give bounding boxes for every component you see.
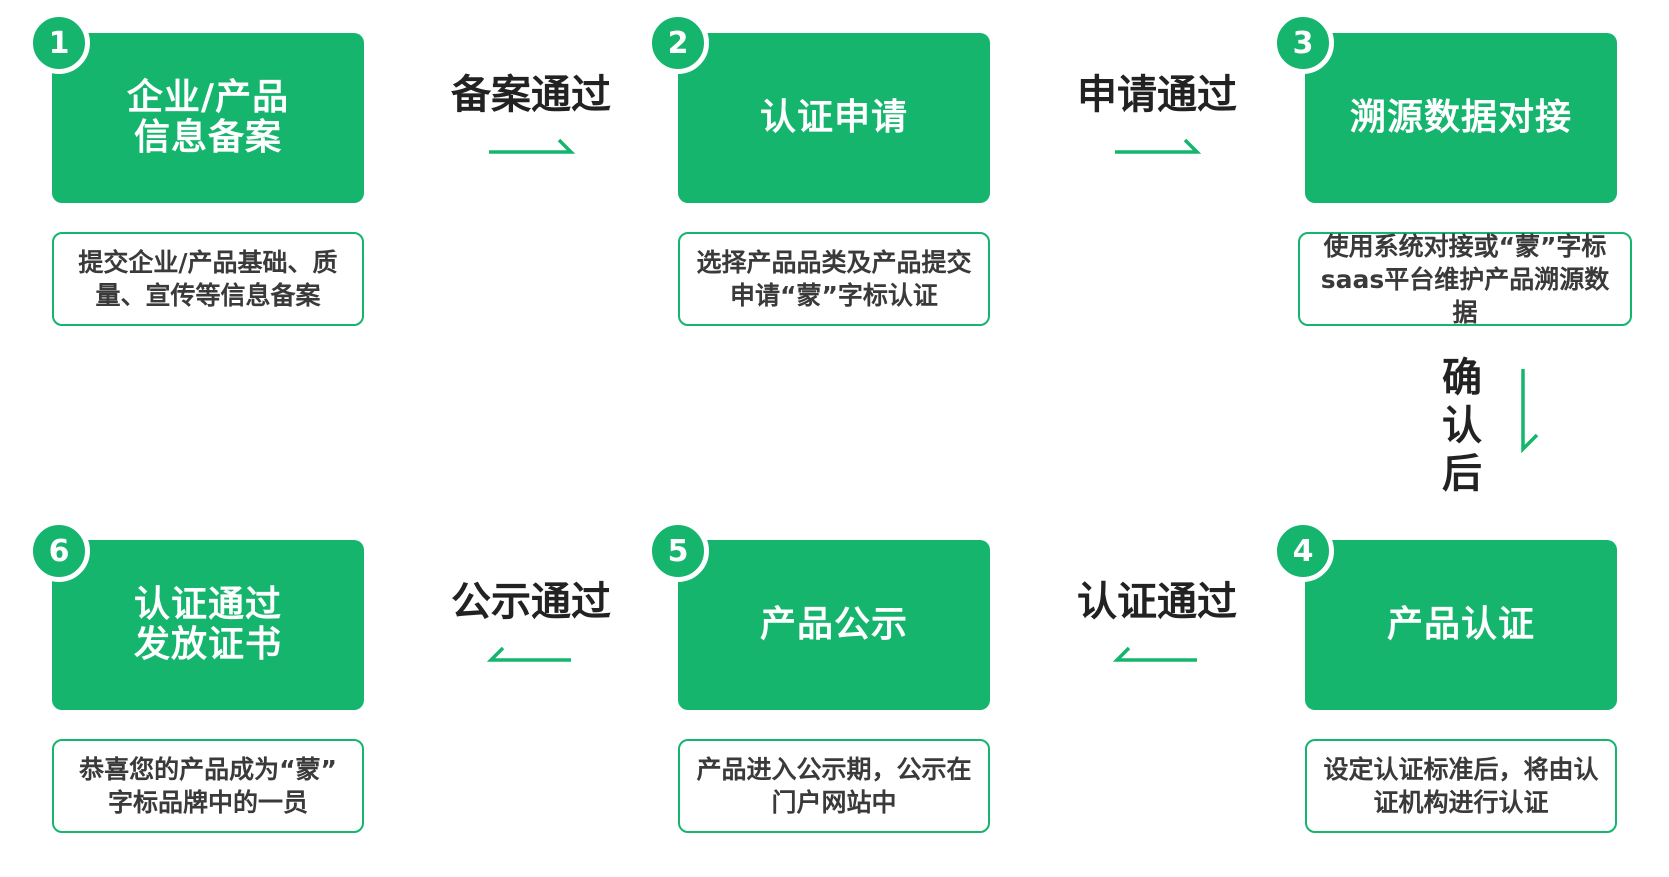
step-title: 认证通过 发放证书 — [133, 584, 282, 665]
step-title: 溯源数据对接 — [1349, 97, 1572, 138]
left-arrow-icon — [1112, 646, 1197, 662]
step-title: 产品公示 — [759, 604, 908, 645]
step-description: 提交企业/产品基础、质 量、宣传等信息备案 — [78, 248, 338, 310]
connector-label: 确 认 后 — [1442, 355, 1482, 497]
step-card-5: 产品公示 — [678, 540, 990, 710]
step-card-1: 企业/产品 信息备案 — [52, 33, 364, 203]
connector-label: 申请通过 — [1077, 72, 1237, 118]
connector-label: 认证通过 — [1077, 579, 1237, 625]
step-description: 设定认证标准后，将由认 证机构进行认证 — [1323, 755, 1599, 817]
step-description: 使用系统对接或“蒙”字标 saas平台维护产品溯源数据 — [1320, 231, 1610, 327]
step-number-badge: 1 — [28, 12, 90, 74]
connector-label: 公示通过 — [451, 579, 611, 625]
step-number-badge: 6 — [28, 520, 90, 582]
step-title: 产品认证 — [1386, 604, 1535, 645]
step-number-badge: 4 — [1272, 520, 1334, 582]
right-arrow-icon — [489, 138, 576, 154]
step-title: 企业/产品 信息备案 — [126, 77, 290, 158]
step-card-6: 认证通过 发放证书 — [52, 540, 364, 710]
step-description-box-4: 设定认证标准后，将由认 证机构进行认证 — [1305, 739, 1617, 833]
step-description: 恭喜您的产品成为“蒙” 字标品牌中的一员 — [79, 755, 337, 817]
step-title: 认证申请 — [759, 97, 908, 138]
step-description-box-3: 使用系统对接或“蒙”字标 saas平台维护产品溯源数据 — [1298, 231, 1632, 327]
step-description: 产品进入公示期，公示在 门户网站中 — [696, 755, 972, 817]
step-description-box-5: 产品进入公示期，公示在 门户网站中 — [678, 739, 990, 833]
step-card-3: 溯源数据对接 — [1305, 33, 1617, 203]
step-description-box-2: 选择产品品类及产品提交 申请“蒙”字标认证 — [678, 232, 990, 326]
step-number-badge: 2 — [647, 12, 709, 74]
left-arrow-icon — [486, 646, 571, 662]
step-card-4: 产品认证 — [1305, 540, 1617, 710]
connector-label: 备案通过 — [451, 72, 611, 118]
step-description: 选择产品品类及产品提交 申请“蒙”字标认证 — [696, 248, 972, 310]
step-description-box-1: 提交企业/产品基础、质 量、宣传等信息备案 — [52, 232, 364, 326]
step-card-2: 认证申请 — [678, 33, 990, 203]
step-description-box-6: 恭喜您的产品成为“蒙” 字标品牌中的一员 — [52, 739, 364, 833]
right-arrow-icon — [1115, 138, 1202, 154]
step-number-badge: 3 — [1272, 12, 1334, 74]
down-arrow-icon — [1521, 369, 1539, 454]
step-number-badge: 5 — [647, 520, 709, 582]
